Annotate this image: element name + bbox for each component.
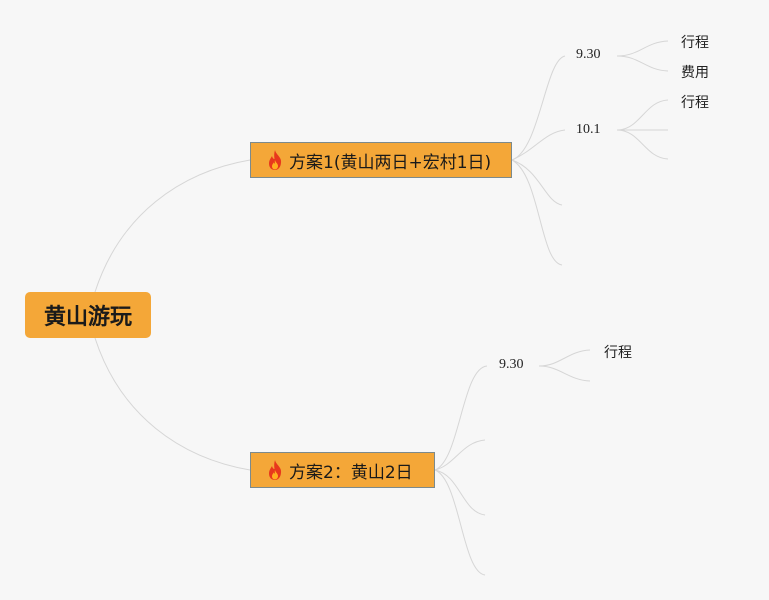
plan-2-day-1-itinerary[interactable]: 行程: [604, 345, 632, 361]
link-plan1-empty1: [511, 159, 563, 206]
link-plan2-empty3: [434, 469, 486, 576]
link-day1-itinerary: [616, 40, 669, 57]
link-day2-itinerary: [616, 99, 669, 131]
plan-1-day-2-itinerary[interactable]: 行程: [681, 95, 709, 111]
plan-1-node[interactable]: 方案1(黄山两日+宏村1日): [250, 142, 512, 178]
root-label: 黄山游玩: [43, 305, 132, 330]
link-day1-cost: [616, 55, 669, 72]
link-root-plan2: [94, 337, 251, 471]
link-day2-empty2: [616, 129, 669, 160]
link-plan2-empty1: [434, 439, 486, 471]
link-plan2-day1: [434, 365, 488, 471]
fire-icon: [269, 460, 282, 480]
link-plan1-day1: [511, 55, 566, 161]
plan-2-day-1[interactable]: 9.30: [499, 357, 524, 372]
plan-2-label: 方案2：黄山2日: [289, 462, 413, 483]
plan-1-day-1-cost[interactable]: 费用: [681, 65, 709, 81]
root-node[interactable]: 黄山游玩: [25, 292, 151, 338]
link-root-plan1: [94, 159, 251, 293]
link-plan1-day2: [511, 129, 566, 161]
plan-2-node[interactable]: 方案2：黄山2日: [250, 452, 435, 488]
plan-1-day-1[interactable]: 9.30: [576, 47, 601, 62]
link-plan2-day1-itinerary: [538, 349, 591, 367]
fire-icon: [269, 150, 282, 170]
link-plan2-empty2: [434, 469, 486, 516]
link-plan2-day1-empty: [538, 365, 591, 382]
link-plan1-empty2: [511, 159, 563, 266]
plan-1-day-2[interactable]: 10.1: [576, 122, 601, 137]
plan-1-label: 方案1(黄山两日+宏村1日): [289, 152, 492, 173]
plan-1-day-1-itinerary[interactable]: 行程: [681, 35, 709, 51]
